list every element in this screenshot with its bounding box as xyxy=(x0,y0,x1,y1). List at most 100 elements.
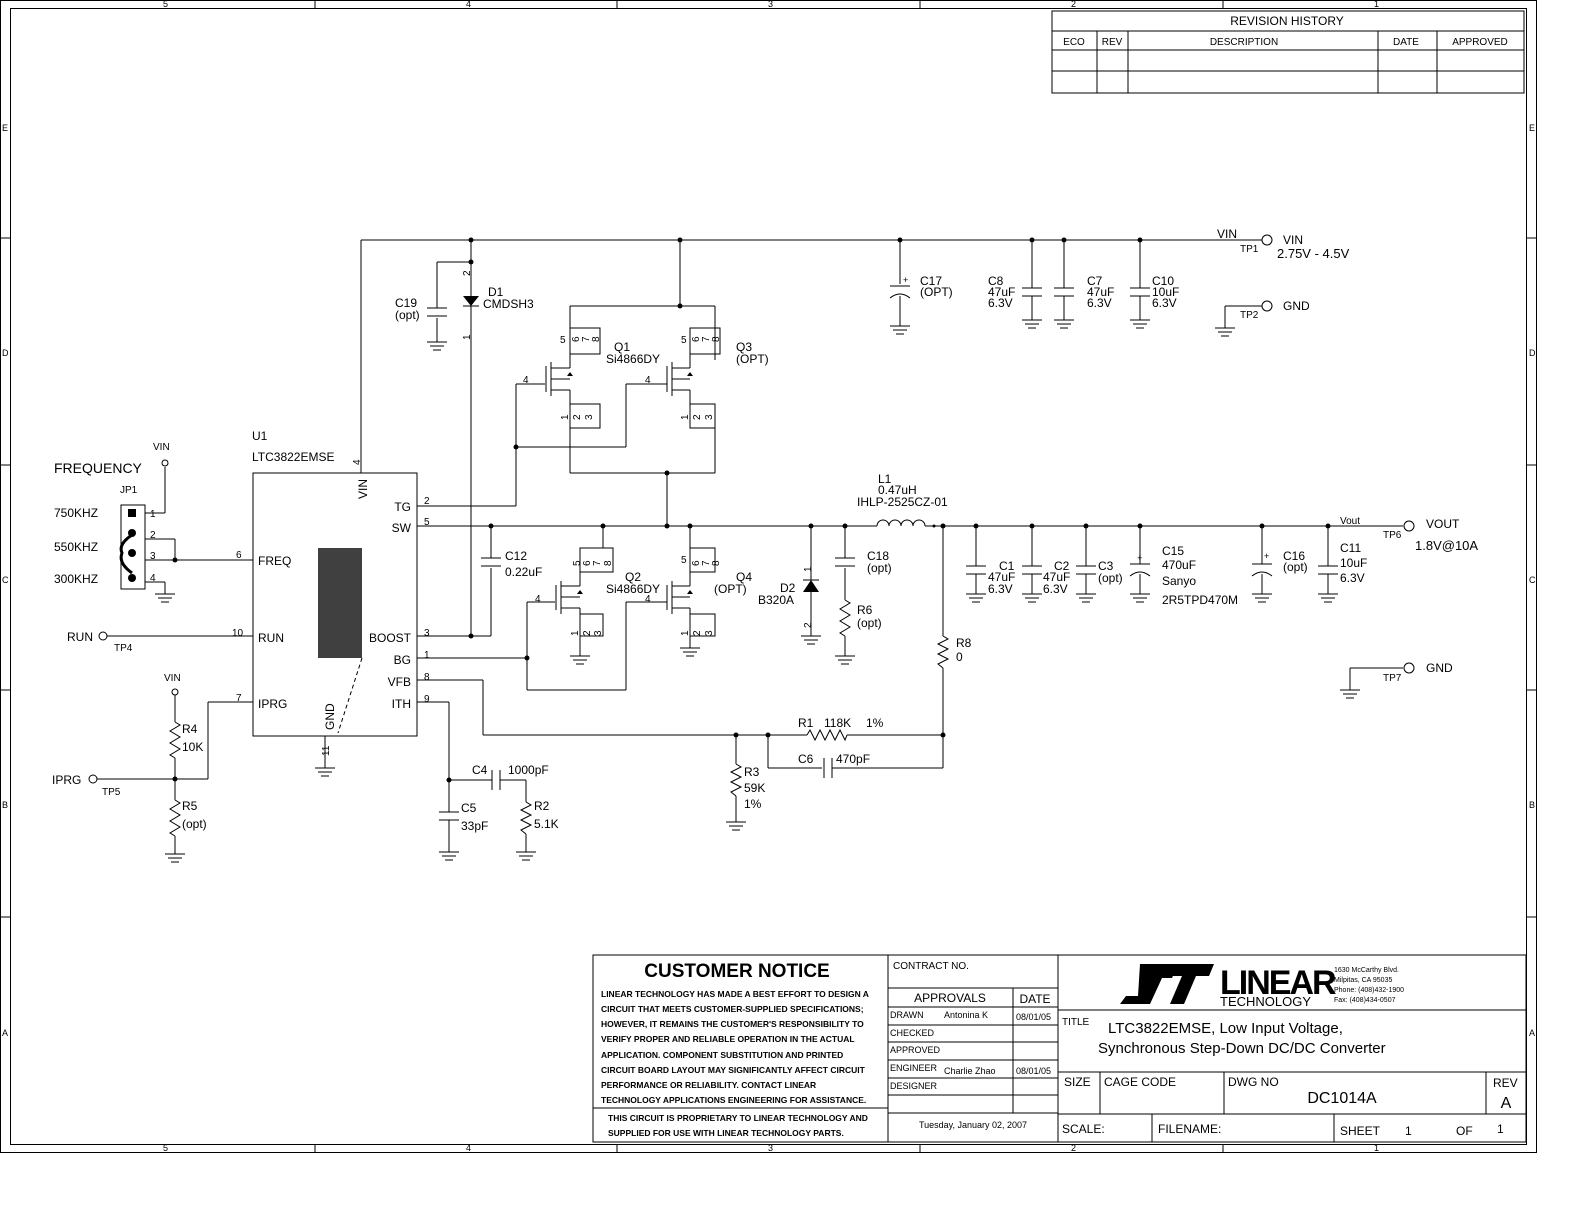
c1-val: 47uF xyxy=(988,570,1015,584)
rev-value: A xyxy=(1501,1095,1512,1112)
c16-ref: C16 xyxy=(1283,549,1305,563)
jp1-pin: 4 xyxy=(150,573,156,584)
col-label: 4 xyxy=(466,1143,471,1153)
col-label: 5 xyxy=(163,0,168,9)
linear-logo xyxy=(1120,964,1214,1004)
r3-ref: R3 xyxy=(744,765,760,779)
size-label: SIZE xyxy=(1064,1075,1091,1089)
c15-mfr: Sanyo xyxy=(1162,574,1196,588)
pin-num: 7 xyxy=(236,693,242,704)
q2-pin: 3 xyxy=(593,630,604,636)
c8-val: 47uF xyxy=(988,285,1015,299)
notice-line: CIRCUIT THAT MEETS CUSTOMER-SUPPLIED SPE… xyxy=(601,1004,864,1014)
q1-pin: 3 xyxy=(584,414,595,420)
pin-num: 11 xyxy=(321,745,332,756)
of-label: OF xyxy=(1456,1124,1473,1138)
approval-role: APPROVED xyxy=(890,1045,941,1055)
r4-ref: R4 xyxy=(182,722,198,736)
filename-label: FILENAME: xyxy=(1158,1122,1221,1136)
c12-ref: C12 xyxy=(505,549,527,563)
pin-num: 6 xyxy=(236,550,242,561)
q2-gate-pin: 4 xyxy=(535,594,541,605)
tp6-desc: 1.8V@10A xyxy=(1415,538,1478,553)
pin-iprg: IPRG xyxy=(258,697,287,711)
capacitor-c18: C18 (opt) xyxy=(835,549,892,575)
r5-val: (opt) xyxy=(182,817,207,831)
frequency-title: FREQUENCY xyxy=(54,460,143,476)
pin-num: 8 xyxy=(424,672,430,683)
q3-pin: 2 xyxy=(692,414,703,420)
pin-num: 3 xyxy=(424,628,430,639)
resistor-r3: R3 59K 1% xyxy=(726,763,765,831)
c2-ref: C2 xyxy=(1054,559,1070,573)
col-label: 2 xyxy=(1071,1143,1076,1153)
d1-pin: 2 xyxy=(462,270,473,276)
q1-pin: 1 xyxy=(560,414,571,420)
c11-volt: 6.3V xyxy=(1340,571,1365,585)
q1-pin: 5 xyxy=(560,335,566,346)
tp1-ref: TP1 xyxy=(1240,244,1259,255)
q1-part: Si4866DY xyxy=(606,352,660,366)
notice-line: TECHNOLOGY APPLICATIONS ENGINEERING FOR … xyxy=(601,1095,866,1105)
vin-net-label: VIN xyxy=(1217,227,1237,241)
approval-role: DESIGNER xyxy=(890,1081,938,1091)
tp5-ref: TP5 xyxy=(102,787,121,798)
cage-code-label: CAGE CODE xyxy=(1104,1075,1176,1089)
notice-line: CIRCUIT BOARD LAYOUT MAY SIGNIFICANTLY A… xyxy=(601,1065,866,1075)
tp1-name: VIN xyxy=(1283,233,1303,247)
pin-run: RUN xyxy=(258,631,284,645)
c1-ref: C1 xyxy=(999,559,1015,573)
vin-port-icon xyxy=(161,459,169,467)
q4-ref: Q4 xyxy=(736,570,752,584)
pin-freq: FREQ xyxy=(258,554,291,568)
notice-line: APPLICATION. COMPONENT SUBSTITUTION AND … xyxy=(601,1050,843,1060)
approval-role: CHECKED xyxy=(890,1028,935,1038)
c6-ref: C6 xyxy=(798,752,814,766)
capacitor-c3: C3 (opt) xyxy=(1076,559,1123,603)
sheet-number: 1 xyxy=(1405,1124,1412,1138)
dwg-no-label: DWG NO xyxy=(1228,1075,1279,1089)
d2-ref: D2 xyxy=(780,581,796,595)
ic-u1: U1 LTC3822EMSE FREQ RUN IPRG 6 10 7 TG S… xyxy=(232,429,430,777)
q2-pin: 2 xyxy=(582,630,593,636)
resistor-r1: R1 118K 1% xyxy=(798,716,884,742)
title-block: LINEAR TECHNOLOGY 1630 McCarthy Blvd. Mi… xyxy=(1058,964,1526,1142)
q4-gate-pin: 4 xyxy=(645,594,651,605)
tp6-ref: TP6 xyxy=(1383,530,1402,541)
row-label: B xyxy=(1529,800,1535,810)
col-label: 4 xyxy=(466,0,471,9)
d2-part: B320A xyxy=(758,593,794,607)
address-line: Milpitas, CA 95035 xyxy=(1334,977,1392,984)
approval-date: 08/01/05 xyxy=(1016,1012,1051,1022)
resistor-r4: VIN R4 10K xyxy=(164,673,203,759)
jp1-pin: 3 xyxy=(150,551,156,562)
c2-volt: 6.3V xyxy=(1043,582,1068,596)
approvals-date-header: DATE xyxy=(1019,992,1050,1006)
pin-sw: SW xyxy=(392,521,412,535)
c16-val: (opt) xyxy=(1283,560,1308,574)
c7-val: 47uF xyxy=(1087,285,1114,299)
c8-volt: 6.3V xyxy=(988,296,1013,310)
jp1-pin-square xyxy=(128,509,136,517)
print-date: Tuesday, January 02, 2007 xyxy=(919,1120,1027,1130)
q2-pin: 6 xyxy=(582,560,593,566)
c15-val: 470uF xyxy=(1162,558,1196,572)
q3-pin: 5 xyxy=(681,335,687,346)
col-label: 3 xyxy=(768,0,773,9)
d2-pin: 2 xyxy=(803,622,814,628)
jp1-pin: 2 xyxy=(150,530,156,541)
svg-text:+: + xyxy=(1264,551,1269,561)
r8-val: 0 xyxy=(956,650,963,664)
scale-label: SCALE: xyxy=(1062,1122,1105,1136)
capacitor-c1: C1 47uF 6.3V xyxy=(966,559,1015,603)
resistor-r6: R6 (opt) xyxy=(835,599,882,665)
row-label: A xyxy=(1529,1028,1535,1038)
testpoint-icon xyxy=(88,774,98,784)
tp7-name: GND xyxy=(1426,661,1453,675)
vin-label: VIN xyxy=(153,442,170,453)
title-label: TITLE xyxy=(1062,1017,1090,1028)
jp1-pin: 1 xyxy=(150,509,156,520)
capacitor-c5: C5 33pF xyxy=(439,801,488,861)
l1-val: 0.47uH xyxy=(878,483,917,497)
freq-option-300: 300KHZ xyxy=(54,572,98,586)
